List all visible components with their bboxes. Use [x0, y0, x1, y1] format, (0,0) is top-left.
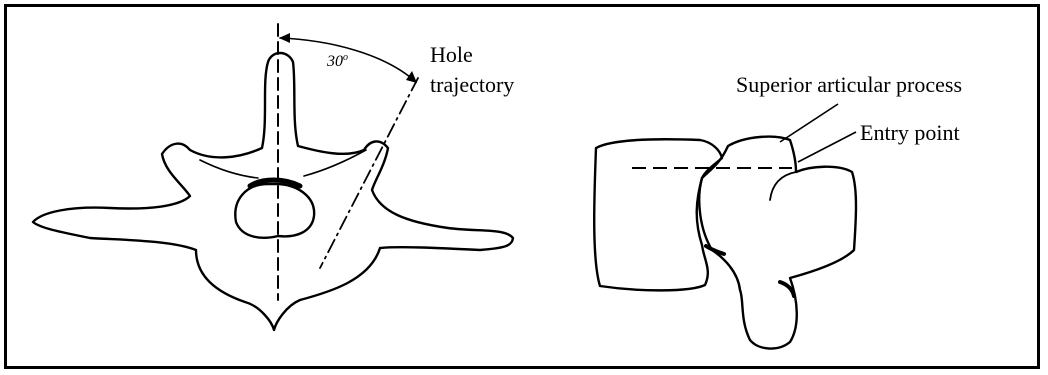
pedicle-curve — [770, 172, 796, 200]
arc-arrowhead-left — [279, 33, 290, 43]
entry-leader-line — [798, 132, 856, 162]
body-notch-mark — [706, 246, 724, 254]
superior-leader-line — [780, 104, 838, 142]
superior-articular-label: Superior articular process — [736, 72, 962, 97]
arc-arrowhead-right — [406, 71, 417, 83]
angle-arc — [280, 38, 416, 82]
left-lamina-line — [200, 160, 258, 178]
vertebral-body-outline — [594, 139, 722, 290]
angle-label: 30o — [326, 52, 348, 70]
vertebral-foramen — [235, 184, 314, 238]
hole-label-line2: trajectory — [430, 72, 514, 97]
axial-vertebra-view — [33, 24, 513, 330]
hole-trajectory-line — [320, 78, 418, 268]
entry-point-label: Entry point — [860, 120, 960, 145]
hole-label-line1: Hole — [430, 42, 473, 67]
